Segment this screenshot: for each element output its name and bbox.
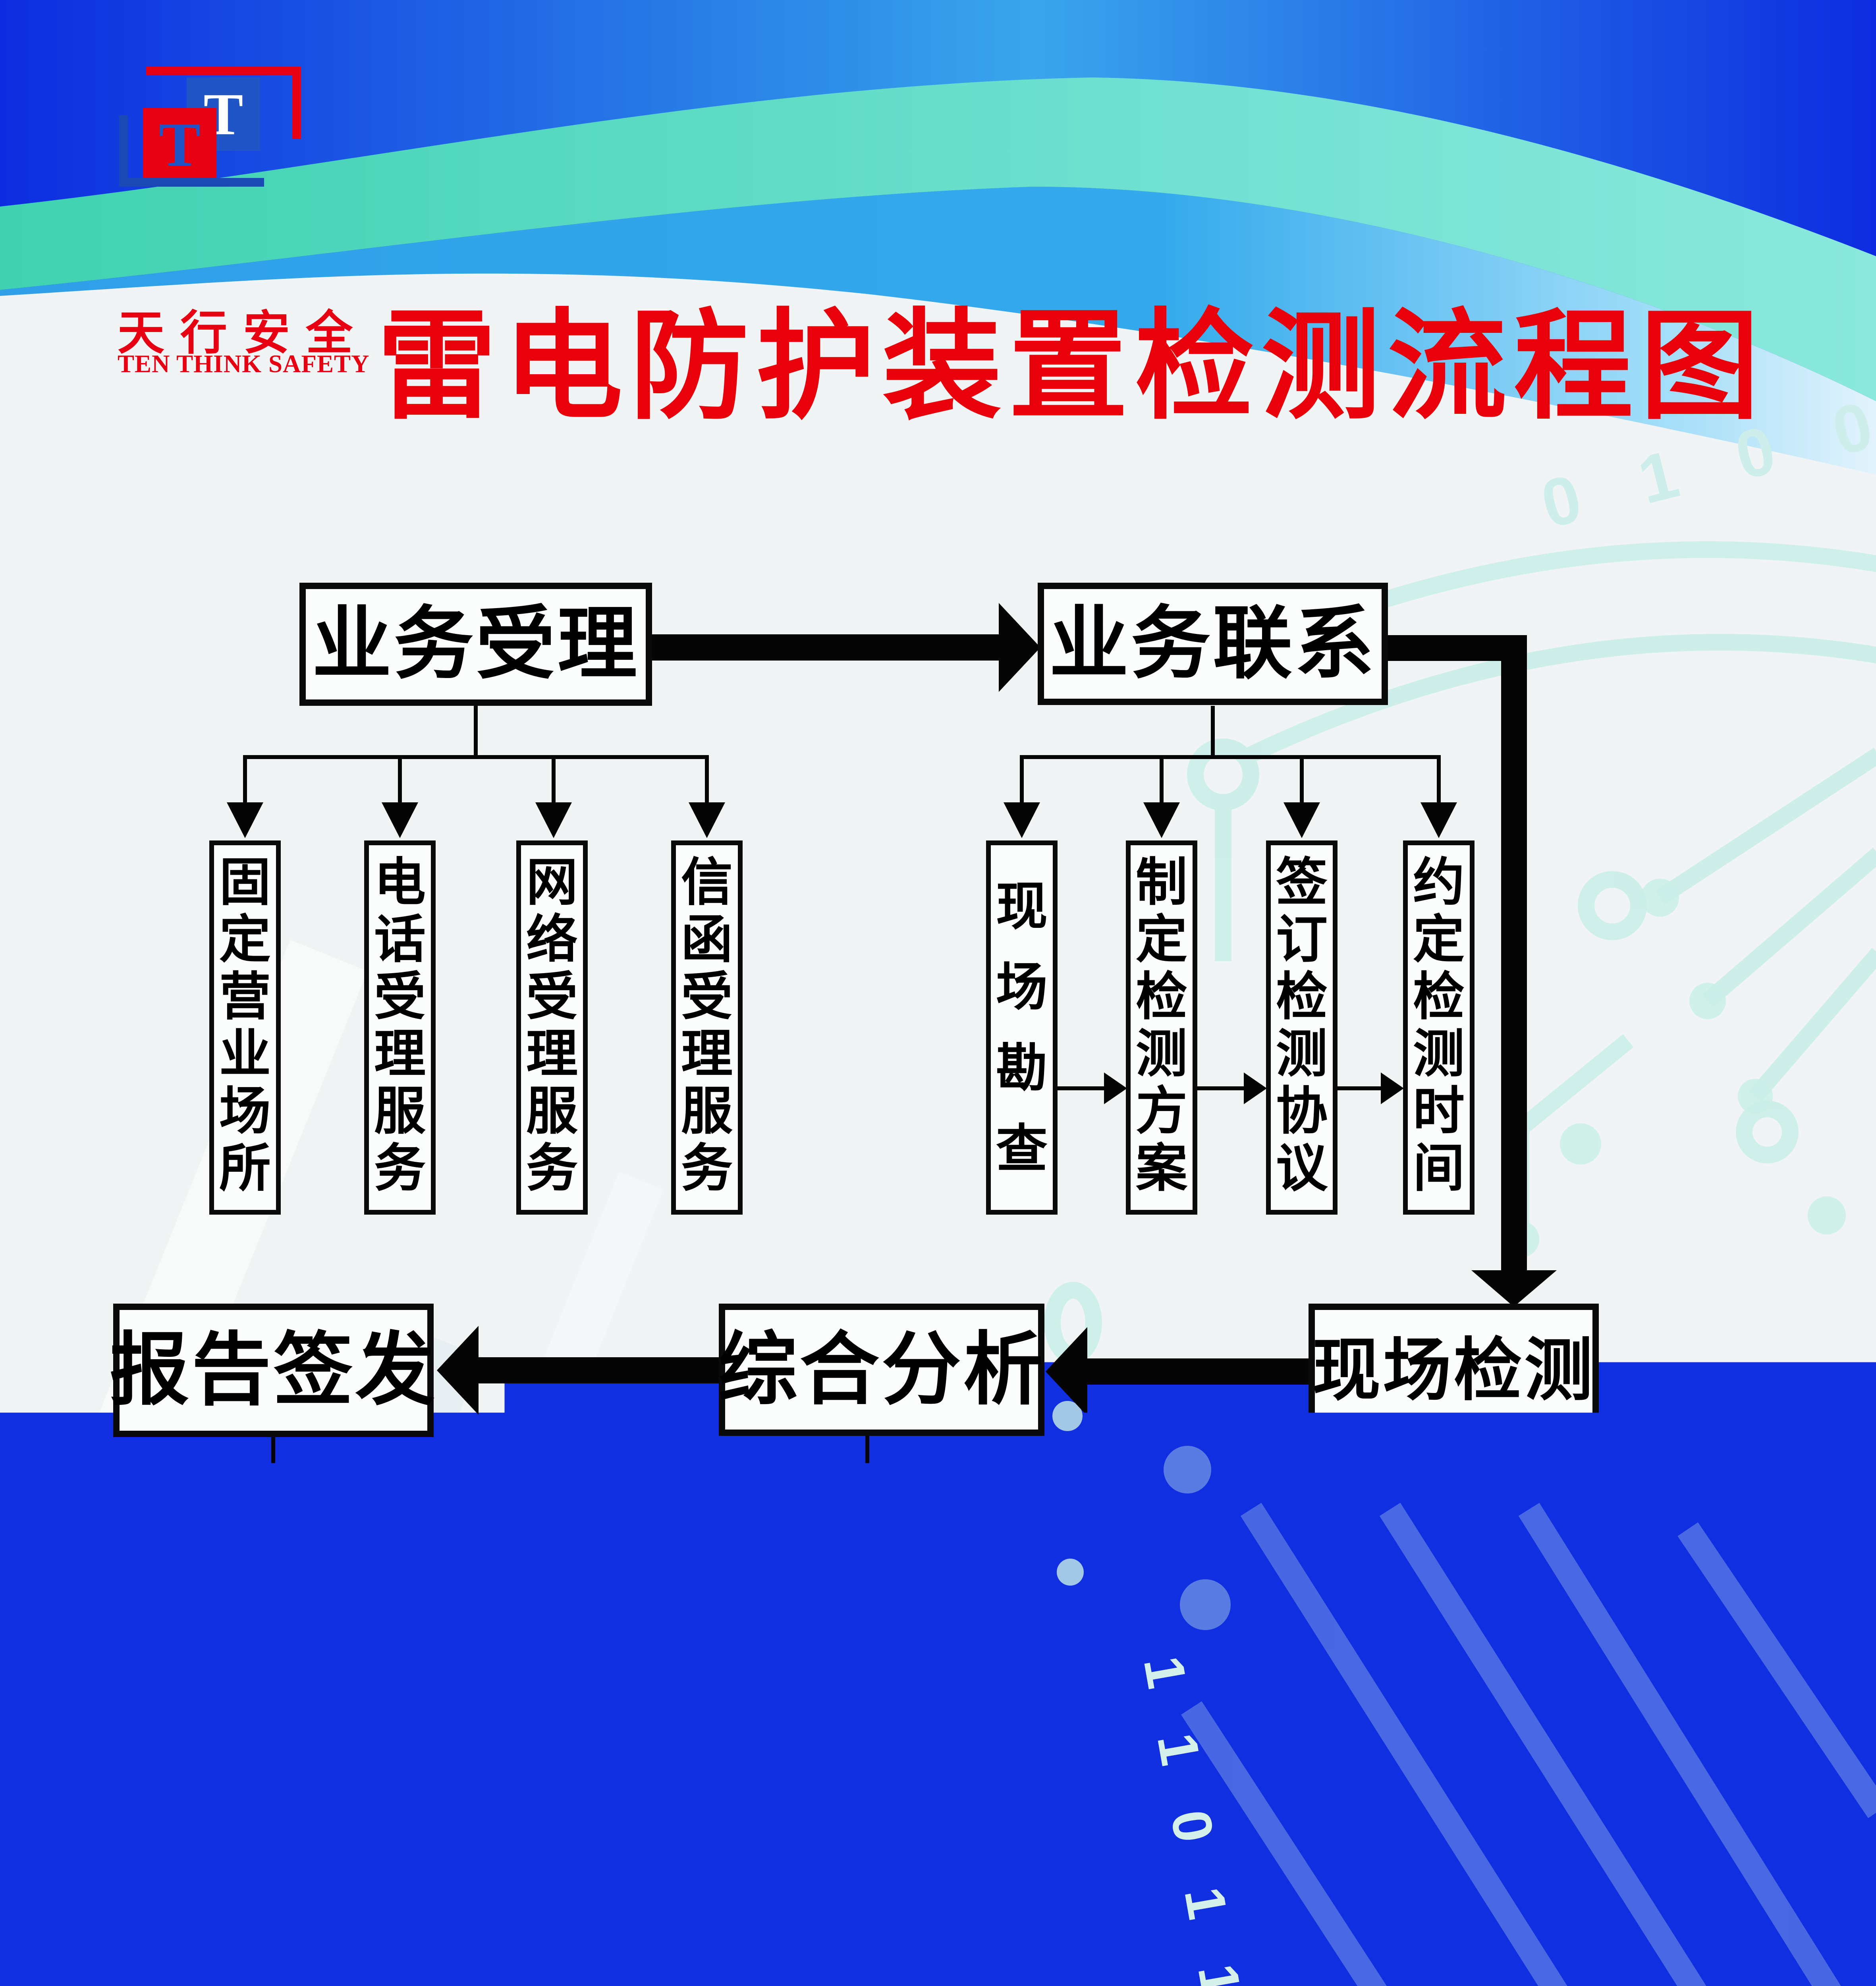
logo-blue-bracket-icon bbox=[119, 178, 264, 187]
box-compile-report: 编制报告 bbox=[141, 1565, 210, 1895]
logo-red-bracket-icon bbox=[292, 67, 301, 139]
box-network-service: 网络受理服务 bbox=[516, 840, 588, 1215]
box-label: 业务受理 bbox=[312, 605, 639, 684]
box-label: 制定检测方案 bbox=[1136, 845, 1187, 1210]
box-letter-service: 信函受理服务 bbox=[671, 840, 743, 1215]
box-schedule-detection-time: 约定检测时间 bbox=[1403, 840, 1475, 1215]
arrow-onsite-to-analysis bbox=[1046, 1327, 1309, 1416]
box-first-review: 初审 bbox=[833, 1565, 902, 1895]
box-label: 仪器检查 bbox=[1478, 1570, 1530, 1986]
box-label: 数据处理、合理性判断 bbox=[702, 1570, 747, 1986]
box-label: 复审 bbox=[976, 1570, 1027, 1891]
box-issue-report: 签发报告 bbox=[310, 1565, 380, 1895]
box-re-review: 复审 bbox=[967, 1565, 1036, 1895]
box-label: 工作交底和安全交底 bbox=[1353, 1570, 1405, 1986]
box-phone-service: 电话受理服务 bbox=[364, 840, 436, 1215]
logo-red-square: T bbox=[143, 108, 216, 182]
logo-blue-bracket-icon bbox=[119, 115, 128, 187]
box-data-processing: 数据处理、合理性判断 bbox=[689, 1565, 759, 1986]
box-label: 信函受理服务 bbox=[681, 845, 733, 1210]
logo-letter-t-front: T bbox=[159, 114, 201, 176]
arrow-acceptance-to-contact bbox=[652, 603, 1040, 692]
box-make-detection-plan: 制定检测方案 bbox=[1126, 840, 1197, 1215]
box-plan-communication: 检测作业方案沟通 bbox=[1218, 1565, 1290, 1986]
box-label: 签订检测协议 bbox=[1276, 845, 1328, 1210]
logo-company-name-en: TEN THINK SAFETY bbox=[118, 350, 372, 379]
box-label: 现场检测 bbox=[1312, 1336, 1595, 1404]
box-label: 确认检测数据 bbox=[1725, 1570, 1777, 1986]
box-label: 现场勘查 bbox=[996, 845, 1048, 1210]
box-label: 编制报告 bbox=[149, 1570, 201, 1890]
box-label: 检测作业方案沟通 bbox=[1228, 1570, 1280, 1986]
box-business-contact: 业务联系 bbox=[1038, 583, 1388, 705]
box-comprehensive-analysis: 综合分析 bbox=[719, 1304, 1044, 1436]
box-onsite-detection: 现场检测 bbox=[1309, 1304, 1599, 1437]
box-site-survey: 现场勘查 bbox=[986, 840, 1058, 1215]
box-label: 电话受理服务 bbox=[374, 845, 426, 1210]
box-label: 按操作规程检测 bbox=[1604, 1570, 1655, 1986]
box-work-safety-briefing: 工作交底和安全交底 bbox=[1343, 1565, 1415, 1986]
box-instrument-check: 仪器检查 bbox=[1469, 1565, 1540, 1986]
box-procedure-detection: 按操作规程检测 bbox=[1594, 1565, 1665, 1986]
box-confirm-data: 确认检测数据 bbox=[1716, 1565, 1787, 1986]
box-report-issuance: 报告签发 bbox=[113, 1304, 434, 1437]
page-title: 雷电防护装置检测流程图 bbox=[377, 304, 1696, 429]
box-fixed-premises: 固定营业场所 bbox=[209, 840, 281, 1215]
box-label: 业务联系 bbox=[1049, 604, 1376, 684]
logo-red-bracket-icon bbox=[146, 67, 301, 75]
box-label: 初审 bbox=[841, 1570, 893, 1891]
box-label: 网络受理服务 bbox=[526, 845, 578, 1210]
box-label: 约定检测时间 bbox=[1413, 845, 1465, 1210]
arrow-analysis-to-issuance bbox=[437, 1326, 719, 1415]
box-label: 签发报告 bbox=[319, 1570, 371, 1890]
box-sign-agreement: 签订检测协议 bbox=[1266, 840, 1338, 1215]
box-label: 报告签发 bbox=[110, 1331, 437, 1410]
box-label: 综合分析 bbox=[718, 1330, 1045, 1410]
box-business-acceptance: 业务受理 bbox=[299, 583, 652, 706]
box-label: 固定营业场所 bbox=[219, 845, 271, 1210]
